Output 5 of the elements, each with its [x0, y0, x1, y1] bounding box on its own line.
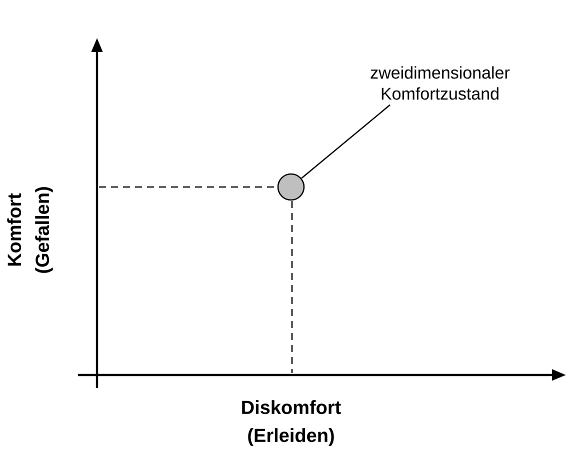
callout-text: zweidimensionaler Komfortzustand	[370, 66, 510, 100]
leader-line	[301, 104, 390, 179]
axis-label: Komfort (Gefallen)	[7, 187, 53, 273]
axis-label: Diskomfort (Erleiden)	[242, 400, 341, 446]
state-point	[277, 173, 305, 201]
